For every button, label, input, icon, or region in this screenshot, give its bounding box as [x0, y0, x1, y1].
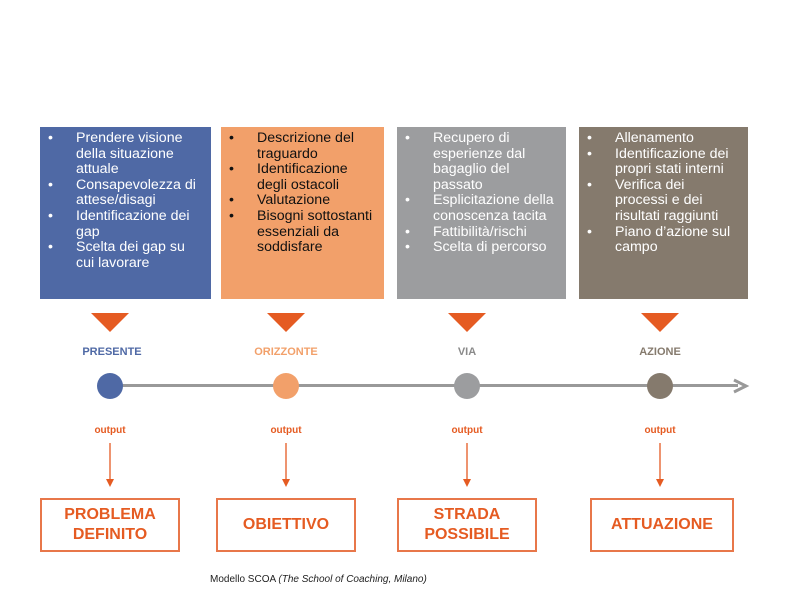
timeline-line	[110, 384, 738, 387]
phase-card-azione: Allenamento Identificazione dei propri s…	[579, 127, 748, 299]
pointer-triangle-icon	[91, 313, 129, 332]
list-item: Identificazione dei gap	[46, 208, 203, 240]
list-item: Prendere visione della situazione attual…	[46, 130, 203, 178]
list-item: Piano d’azione sul campo	[585, 224, 740, 256]
phase-label-presente: PRESENTE	[82, 346, 142, 358]
phase-card-orizzonte: Descrizione del traguardo Identificazion…	[221, 127, 384, 299]
list-item: Identificazione dei propri stati interni	[585, 146, 740, 178]
timeline-node-azione	[647, 373, 673, 399]
timeline-arrowhead-icon	[733, 378, 750, 394]
list-item: Bisogni sottostanti essenziali da soddis…	[227, 208, 376, 256]
figure-caption: Modello SCOA (The School of Coaching, Mi…	[210, 574, 427, 585]
phase-label-azione: AZIONE	[639, 346, 681, 358]
phase-card-presente: Prendere visione della situazione attual…	[40, 127, 211, 299]
list-item: Esplicitazione della conoscenza tacita	[403, 193, 558, 224]
bullet-list: Descrizione del traguardo Identificazion…	[227, 130, 376, 256]
list-item: Recupero di esperienze dal bagaglio del …	[403, 130, 558, 193]
timeline-node-via	[454, 373, 480, 399]
bullet-list: Allenamento Identificazione dei propri s…	[585, 130, 740, 256]
list-item: Fattibilità/rischi	[403, 224, 558, 241]
list-item: Verifica dei processi e dei risultati ra…	[585, 177, 740, 225]
timeline-node-presente	[97, 373, 123, 399]
list-item: Valutazione	[227, 193, 376, 209]
result-box-strada-possibile: STRADA POSSIBILE	[397, 498, 537, 552]
phase-label-orizzonte: ORIZZONTE	[254, 346, 318, 358]
phase-card-via: Recupero di esperienze dal bagaglio del …	[397, 127, 566, 299]
caption-source: (The School of Coaching, Milano)	[278, 574, 427, 585]
down-arrow-icon	[656, 443, 664, 487]
phase-label-via: VIA	[457, 346, 477, 358]
result-box-obiettivo: OBIETTIVO	[216, 498, 356, 552]
list-item: Identificazione degli ostacoli	[227, 161, 376, 193]
timeline-node-orizzonte	[273, 373, 299, 399]
pointer-triangle-icon	[641, 313, 679, 332]
bullet-list: Recupero di esperienze dal bagaglio del …	[403, 130, 558, 256]
down-arrow-icon	[282, 443, 290, 487]
caption-prefix: Modello SCOA	[210, 574, 279, 585]
output-label: output	[644, 425, 676, 436]
bullet-list: Prendere visione della situazione attual…	[46, 130, 203, 271]
output-label: output	[94, 425, 126, 436]
list-item: Allenamento	[585, 130, 740, 147]
list-item: Descrizione del traguardo	[227, 130, 376, 162]
result-box-attuazione: ATTUAZIONE	[590, 498, 734, 552]
list-item: Scelta di percorso	[403, 240, 558, 256]
pointer-triangle-icon	[267, 313, 305, 332]
list-item: Consapevolezza di attese/disagi	[46, 177, 203, 209]
output-label: output	[270, 425, 302, 436]
output-label: output	[451, 425, 483, 436]
result-box-problema-definito: PROBLEMA DEFINITO	[40, 498, 180, 552]
down-arrow-icon	[106, 443, 114, 487]
pointer-triangle-icon	[448, 313, 486, 332]
list-item: Scelta dei gap su cui lavorare	[46, 239, 203, 271]
down-arrow-icon	[463, 443, 471, 487]
